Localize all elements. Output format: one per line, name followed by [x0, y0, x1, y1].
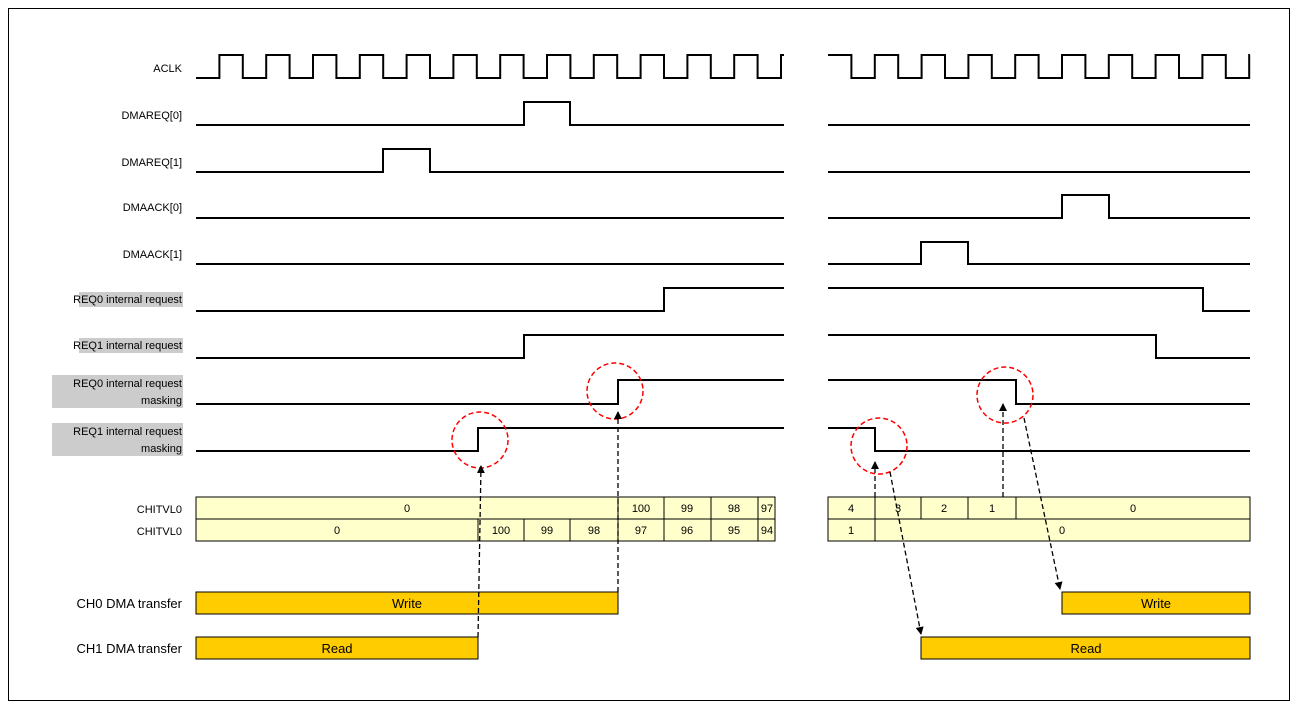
diagram-frame — [8, 8, 1290, 701]
counter-cell: 0 — [1130, 503, 1136, 515]
counter-cell: 0 — [334, 525, 340, 537]
transfer-bar-labels: Write Read Write Read — [321, 596, 1171, 656]
req0-internal-waveform-left — [196, 287, 784, 312]
counter-cell: 3 — [895, 503, 901, 515]
req0-mask-waveform-left — [196, 379, 784, 405]
counter-cell: 0 — [1059, 525, 1065, 537]
counter-cell: 0 — [404, 503, 410, 515]
label-highlights — [52, 292, 183, 456]
arrow-req0-mask-to-write — [1023, 417, 1063, 590]
req1-mask-waveform-right — [828, 427, 1250, 452]
counter-cell: 1 — [989, 503, 995, 515]
req1-internal-waveform-left — [196, 334, 784, 359]
signal-labels: ACLK DMAREQ[0] DMAREQ[1] DMAACK[0] DMAAC… — [73, 63, 183, 656]
label-ch1-transfer: CH1 DMA transfer — [77, 641, 183, 656]
label-bg-req1-mask — [52, 423, 183, 456]
ch0-write-label-left: Write — [392, 596, 422, 611]
marker-circle-req0-rise — [586, 362, 644, 420]
label-dmaack0: DMAACK[0] — [123, 202, 182, 214]
label-chitvl0-row2: CHITVL0 — [137, 526, 182, 538]
dmaack1-waveform-right — [828, 241, 1250, 265]
counter-cell: 97 — [635, 525, 647, 537]
counter-cell: 99 — [681, 503, 693, 515]
aclk-waveform-left — [196, 54, 784, 79]
counter-cell: 1 — [848, 525, 854, 537]
highlight-circles — [451, 362, 1034, 475]
counter-values: 0 100 99 98 97 0 100 99 98 97 96 95 94 4… — [334, 503, 1136, 537]
counter-cell: 99 — [541, 525, 553, 537]
counter-cell: 2 — [941, 503, 947, 515]
label-req0-mask-line1: REQ0 internal request — [73, 378, 182, 390]
counter-row2-left-bg — [195, 518, 776, 542]
counter-cell: 100 — [632, 503, 650, 515]
label-ch0-transfer: CH0 DMA transfer — [77, 596, 183, 611]
marker-circle-req1-fall — [850, 417, 908, 475]
req0-internal-waveform-right — [828, 287, 1250, 312]
ch0-write-bar-left — [195, 591, 619, 615]
req1-internal-waveform-right — [828, 334, 1250, 359]
counter-cell: 4 — [848, 503, 854, 515]
label-chitvl0-row1: CHITVL0 — [137, 504, 182, 516]
counter-rows — [195, 496, 1251, 542]
label-dmareq0: DMAREQ[0] — [121, 110, 182, 122]
label-bg-req0-internal — [79, 292, 183, 307]
counter-cell: 98 — [588, 525, 600, 537]
counter-cell: 94 — [761, 525, 773, 537]
label-bg-req0-mask — [52, 375, 183, 408]
req0-mask-waveform-right — [828, 379, 1250, 405]
marker-circle-req1-rise — [451, 411, 509, 469]
ch1-read-bar-right — [920, 636, 1251, 660]
label-dmareq1: DMAREQ[1] — [121, 157, 182, 169]
arrow-req1-mask-to-read — [889, 471, 924, 635]
label-req1-mask-line1: REQ1 internal request — [73, 426, 182, 438]
arrow-read-end-to-req1-mask — [476, 465, 485, 638]
ch1-read-bar-left — [195, 636, 479, 660]
transfer-bars — [195, 591, 1251, 660]
label-bg-req1-internal — [79, 338, 183, 353]
label-req0-mask-line2: masking — [141, 395, 182, 407]
aclk-waveform-right — [828, 54, 1251, 79]
label-req1-mask-line2: masking — [141, 443, 182, 455]
dmaack0-waveform-right — [828, 194, 1250, 219]
waveforms — [196, 54, 1251, 452]
counter-cell: 95 — [728, 525, 740, 537]
counter-row1-right-bg — [827, 496, 1251, 520]
ch0-write-label-right: Write — [1141, 596, 1171, 611]
counter-cell: 97 — [761, 503, 773, 515]
ch0-write-bar-right — [1061, 591, 1251, 615]
counter-cell: 98 — [728, 503, 740, 515]
label-dmaack1: DMAACK[1] — [123, 249, 182, 261]
counter-cell: 100 — [492, 525, 510, 537]
label-req1-internal: REQ1 internal request — [73, 340, 182, 352]
marker-circle-req0-fall — [976, 366, 1034, 424]
dmareq1-waveform-left — [196, 148, 784, 173]
counter-row2-right-bg — [827, 518, 1251, 542]
causal-arrows — [476, 403, 1063, 638]
dmareq0-waveform-left — [196, 101, 784, 126]
label-aclk: ACLK — [153, 63, 182, 75]
counter-cell: 96 — [681, 525, 693, 537]
req1-mask-waveform-left — [196, 427, 784, 452]
ch1-read-label-right: Read — [1070, 641, 1101, 656]
ch1-read-label-left: Read — [321, 641, 352, 656]
label-req0-internal: REQ0 internal request — [73, 294, 182, 306]
